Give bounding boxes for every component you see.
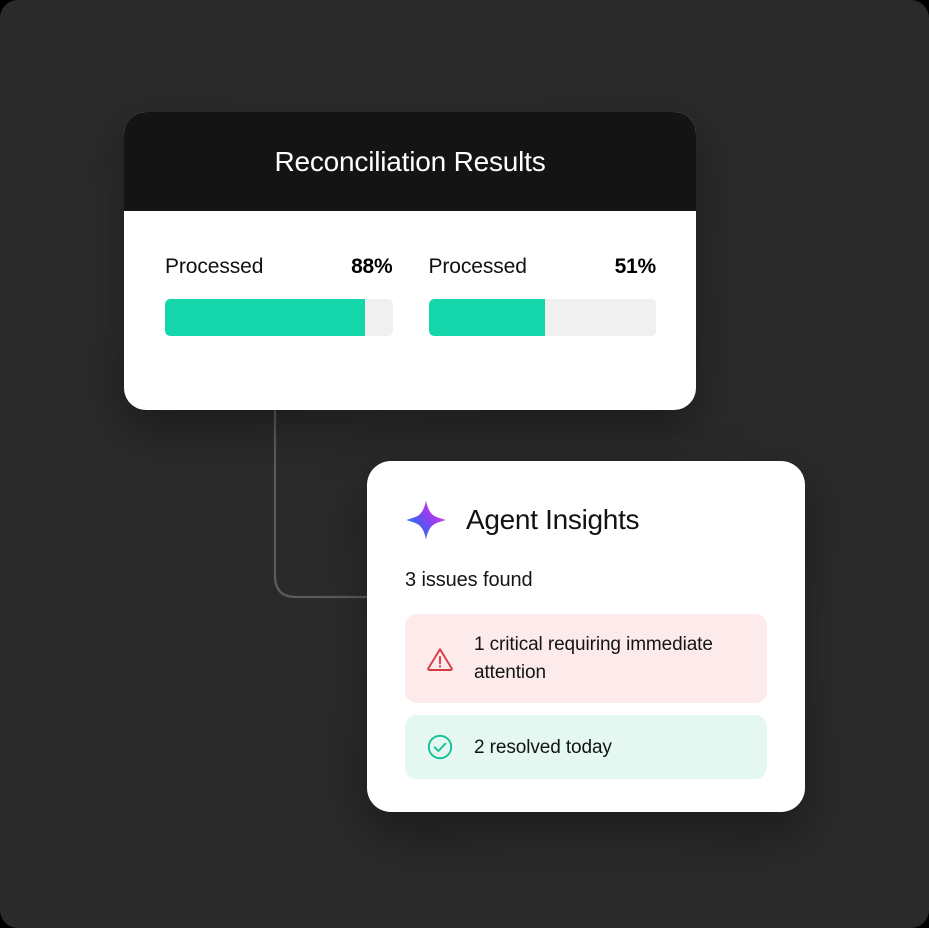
sparkle-icon [406,500,446,540]
stat-block-processed-1: Processed 88% [165,255,393,336]
reconciliation-card-body: Processed 88% Processed 51% [124,211,696,336]
insight-item-critical[interactable]: 1 critical requiring immediate attention [405,614,767,704]
stat-header-1: Processed 88% [165,255,393,279]
insight-item-resolved[interactable]: 2 resolved today [405,715,767,780]
stat-label-1: Processed [165,255,264,278]
agent-insights-card: Agent Insights 3 issues found 1 critical… [367,461,805,812]
agent-insights-header: Agent Insights [405,499,767,541]
agent-insights-list: 1 critical requiring immediate attention… [405,614,767,780]
insight-text-critical: 1 critical requiring immediate attention [474,634,713,683]
warning-triangle-icon [427,647,453,671]
stat-header-2: Processed 51% [429,255,657,279]
stat-block-processed-2: Processed 51% [428,255,657,336]
progress-bar-track-1 [165,299,393,336]
agent-insights-summary: 3 issues found [405,569,533,591]
stat-value-2: 51% [614,255,657,278]
check-circle-icon [427,735,453,760]
agent-insights-title: Agent Insights [466,504,640,535]
progress-bar-fill-2 [428,299,545,336]
insight-text-resolved: 2 resolved today [474,736,612,758]
reconciliation-results-card: Reconciliation Results Processed 88% Pro… [124,112,696,410]
reconciliation-card-header: Reconciliation Results [124,112,696,211]
progress-bar-fill-1 [165,299,366,336]
progress-bar-track-2 [428,299,656,336]
reconciliation-card-title: Reconciliation Results [274,145,546,177]
stat-label-2: Processed [428,255,527,278]
stat-value-1: 88% [351,255,393,278]
